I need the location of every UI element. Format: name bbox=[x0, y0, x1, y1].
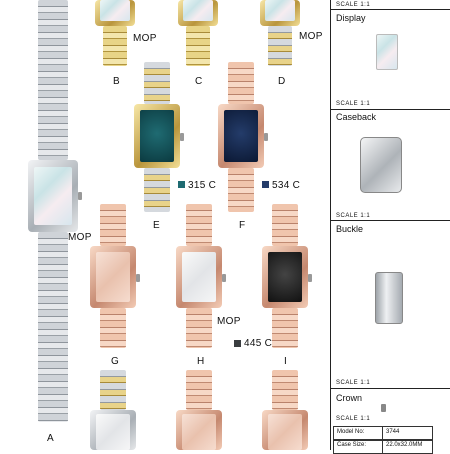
watch-a-crown bbox=[78, 192, 82, 201]
crown-section-divider bbox=[331, 388, 450, 389]
swatch-534c-label: 534 C bbox=[272, 180, 301, 191]
watch-i-bracelet-bottom bbox=[272, 308, 298, 348]
watch-h-mop-label: MOP bbox=[217, 316, 241, 327]
watch-e-case bbox=[134, 104, 184, 168]
watch-a-case bbox=[28, 160, 82, 232]
watch-f-letter: F bbox=[239, 220, 246, 231]
watch-a-bracelet-top bbox=[38, 0, 68, 160]
watch-bottom-2-case bbox=[176, 410, 222, 450]
watch-bottom-1-bracelet bbox=[100, 370, 126, 410]
spec-panel: SCALE 1:1 Display SCALE 1:1 Caseback SCA… bbox=[330, 0, 450, 454]
buckle-title: Buckle bbox=[336, 224, 364, 234]
watch-bottom-3-bracelet bbox=[272, 370, 298, 410]
watch-d-bracelet bbox=[268, 26, 292, 66]
watch-i-crown bbox=[308, 273, 312, 282]
caseback-scale: SCALE 1:1 bbox=[336, 101, 371, 107]
watch-h-case bbox=[176, 246, 226, 308]
watch-d-mop-label: MOP bbox=[299, 31, 323, 42]
watch-b-bracelet bbox=[103, 26, 127, 66]
watch-i-bracelet-top bbox=[272, 204, 298, 246]
display-title: Display bbox=[336, 13, 366, 23]
watch-c-case bbox=[178, 0, 218, 26]
watch-c-letter: C bbox=[195, 76, 203, 87]
watch-f-bracelet-top bbox=[228, 62, 254, 104]
crown-title: Crown bbox=[336, 393, 363, 403]
buckle-scale: SCALE 1:1 bbox=[336, 213, 371, 219]
display-scale: SCALE 1:1 bbox=[336, 2, 371, 8]
watch-h-bracelet-bottom bbox=[186, 308, 212, 348]
watch-b-case bbox=[95, 0, 135, 26]
watch-g-crown bbox=[136, 273, 140, 282]
caseback-preview bbox=[360, 137, 402, 193]
watch-d-case bbox=[260, 0, 300, 26]
watch-b-dial bbox=[99, 0, 131, 21]
watch-bottom-2-bracelet bbox=[186, 370, 212, 410]
spec-row-case-size: Case Size: 22.0x32.0MM bbox=[333, 439, 433, 454]
watch-g-case bbox=[90, 246, 140, 308]
watch-i-case bbox=[262, 246, 312, 308]
watch-bottom-1-dial bbox=[95, 414, 131, 450]
watch-e-letter: E bbox=[153, 220, 160, 231]
swatch-534c bbox=[262, 181, 269, 188]
watch-h-dial bbox=[181, 252, 217, 302]
swatch-445c bbox=[234, 340, 241, 347]
display-section-divider bbox=[331, 9, 450, 10]
watch-f-case bbox=[218, 104, 268, 168]
watch-b-mop-label: MOP bbox=[133, 33, 157, 44]
watch-bottom-2-dial bbox=[181, 414, 217, 450]
watch-d-letter: D bbox=[278, 76, 286, 87]
watch-e-dial bbox=[139, 110, 175, 162]
watch-a-mop-label: MOP bbox=[68, 232, 92, 243]
watch-g-bracelet-top bbox=[100, 204, 126, 246]
swatch-315c bbox=[178, 181, 185, 188]
buckle-preview bbox=[375, 272, 403, 324]
watch-h-letter: H bbox=[197, 356, 205, 367]
watch-a-dial bbox=[34, 167, 72, 225]
watch-i-letter: I bbox=[284, 356, 287, 367]
watch-e-bracelet-top bbox=[144, 62, 170, 104]
watch-f-dial bbox=[223, 110, 259, 162]
watch-g-letter: G bbox=[111, 356, 119, 367]
display-preview bbox=[376, 34, 398, 70]
caseback-section-divider bbox=[331, 109, 450, 110]
watch-bottom-3-case bbox=[262, 410, 308, 450]
watch-c-bracelet bbox=[186, 26, 210, 66]
watch-e-crown bbox=[180, 132, 184, 141]
watch-f-bracelet-bottom bbox=[228, 168, 254, 212]
spec-model-value: 3744 bbox=[386, 429, 400, 435]
crown-scale: SCALE 1:1 bbox=[336, 380, 371, 386]
watch-bottom-3-dial bbox=[267, 414, 303, 450]
watch-bottom-1-case bbox=[90, 410, 136, 450]
specs-scale: SCALE 1:1 bbox=[336, 416, 371, 422]
caseback-title: Caseback bbox=[336, 112, 377, 122]
watch-h-bracelet-top bbox=[186, 204, 212, 246]
watch-g-bracelet-bottom bbox=[100, 308, 126, 348]
swatch-445c-label: 445 C bbox=[244, 338, 273, 349]
watch-f-crown bbox=[264, 132, 268, 141]
crown-preview bbox=[381, 404, 386, 412]
watch-i-dial bbox=[267, 252, 303, 302]
watch-b-letter: B bbox=[113, 76, 120, 87]
watch-d-dial bbox=[264, 0, 296, 21]
watch-e-bracelet-bottom bbox=[144, 168, 170, 212]
spec-model-key: Model No: bbox=[334, 427, 383, 440]
watch-c-dial bbox=[182, 0, 214, 21]
spec-case-size-value: 22.0x32.0MM bbox=[386, 442, 423, 448]
watch-h-crown bbox=[222, 273, 226, 282]
watch-a-bracelet-bottom bbox=[38, 232, 68, 422]
buckle-section-divider bbox=[331, 220, 450, 221]
spec-row-model: Model No: 3744 bbox=[333, 426, 433, 441]
watch-a-letter: A bbox=[47, 433, 54, 444]
watch-g-dial bbox=[95, 252, 131, 302]
swatch-315c-label: 315 C bbox=[188, 180, 217, 191]
spec-case-size-key: Case Size: bbox=[334, 440, 383, 453]
